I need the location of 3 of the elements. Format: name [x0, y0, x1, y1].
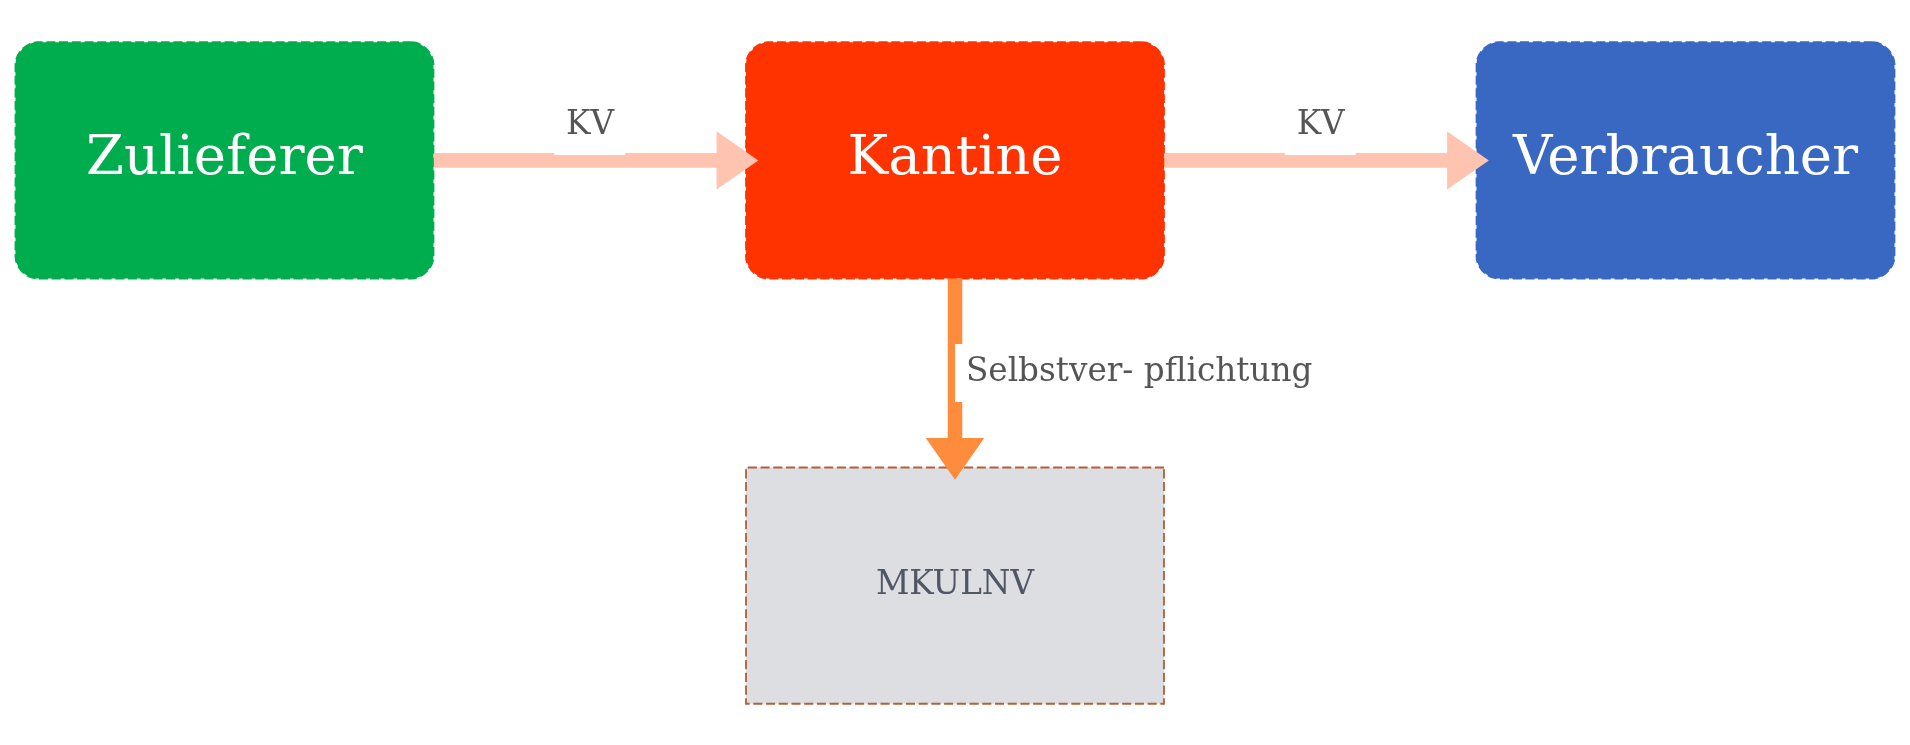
edge-label: Selbstver- pflichtung [965, 350, 1313, 389]
edge-label: KV [566, 103, 615, 142]
edge-label: KV [1296, 103, 1345, 142]
